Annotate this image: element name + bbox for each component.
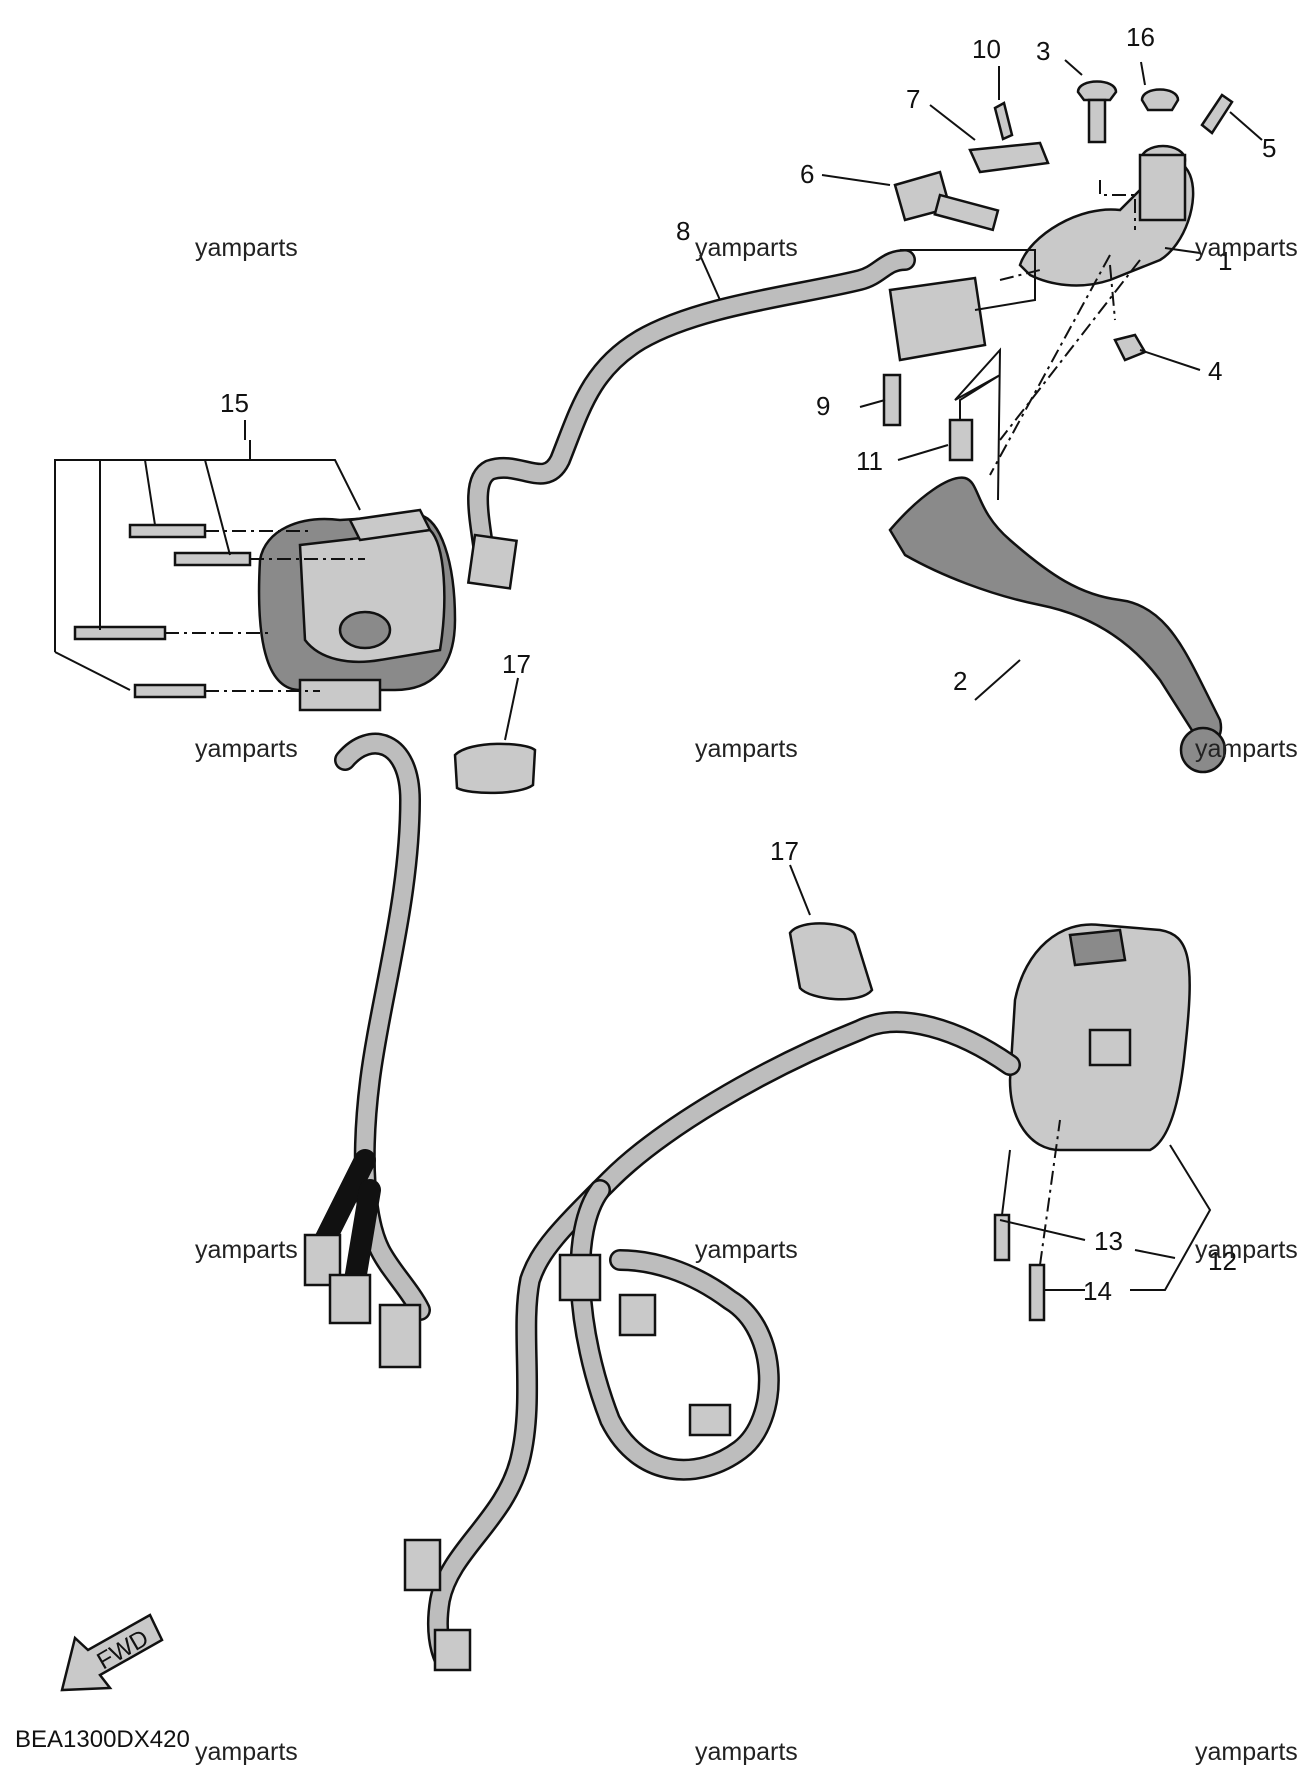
watermark: yamparts <box>195 1236 298 1264</box>
watermark: yamparts <box>195 735 298 763</box>
harness-connector <box>433 1628 472 1672</box>
watermarks: yamparts yamparts yamparts yamparts yamp… <box>195 234 1297 1766</box>
holder-body <box>1138 153 1187 222</box>
callout-8: 8 <box>676 216 690 246</box>
callout-14: 14 <box>1083 1276 1112 1306</box>
callout-12: 12 <box>1208 1246 1237 1276</box>
watermark: yamparts <box>1195 1236 1297 1264</box>
screw <box>173 551 252 567</box>
bolt-10 <box>993 101 1014 141</box>
switch-clamp <box>298 678 382 712</box>
callout-15: 15 <box>220 388 249 418</box>
watermark: yamparts <box>695 234 798 262</box>
watermark: yamparts <box>195 234 298 262</box>
harness-connector <box>558 1253 602 1302</box>
right-handlebar-switch-12 <box>403 923 1212 1672</box>
diagram-code: BEA1300DX420 <box>15 1726 190 1753</box>
callout-7: 7 <box>906 84 920 114</box>
callout-1: 1 <box>1218 246 1232 276</box>
harness-connector <box>688 1403 732 1437</box>
callout-5: 5 <box>1262 133 1276 163</box>
callout-leaders <box>244 59 1263 1291</box>
callout-10: 10 <box>972 34 1001 64</box>
cap-3 <box>1076 80 1118 102</box>
lever-ball-end <box>1179 726 1227 774</box>
bracket-15 <box>54 459 361 652</box>
watermark: yamparts <box>1195 234 1297 262</box>
switch-6-plunger <box>933 193 1000 232</box>
callout-2: 2 <box>953 666 967 696</box>
fwd-arrow: FWD <box>60 1613 164 1692</box>
screw-9 <box>882 373 902 427</box>
watermark: yamparts <box>695 735 798 763</box>
assembly-line <box>1001 1149 1011 1216</box>
assembly-line <box>989 254 1111 476</box>
clutch-switch-lead-8 <box>466 249 916 590</box>
switch-connector <box>378 1303 422 1369</box>
switch-button <box>338 610 392 650</box>
band-17-upper <box>453 742 537 795</box>
callout-labels: 1 2 3 4 5 6 7 8 9 10 11 12 13 14 15 16 1… <box>220 22 1276 1306</box>
switch-top-cover <box>348 508 432 542</box>
nut-4 <box>1113 333 1147 362</box>
cap-16 <box>1140 88 1180 112</box>
pivot-bolt-5 <box>1200 93 1234 135</box>
switch-button <box>1088 1028 1132 1067</box>
bracket-12 <box>1130 1144 1212 1291</box>
callout-3: 3 <box>1036 36 1050 66</box>
callout-6: 6 <box>800 159 814 189</box>
watermark: yamparts <box>195 1738 298 1766</box>
assembly-line <box>900 249 1036 311</box>
bracket-12 <box>1134 1249 1176 1259</box>
screw <box>133 683 207 699</box>
callout-16: 16 <box>1126 22 1155 52</box>
assembly-line <box>954 347 1002 501</box>
left-handlebar-switch-15 <box>54 440 457 1369</box>
connector-block <box>888 276 987 362</box>
switch-connector <box>328 1273 372 1325</box>
collar-11 <box>948 418 974 462</box>
cap-3-stem <box>1087 98 1107 144</box>
assembly-line <box>999 269 1041 281</box>
assembly-line <box>1039 1119 1061 1266</box>
callout-17-upper: 17 <box>502 649 531 679</box>
harness-8-connector <box>466 533 519 590</box>
clutch-lever-assembly <box>882 80 1234 774</box>
switch-button <box>1068 928 1127 967</box>
watermark: yamparts <box>1195 735 1297 763</box>
screw-14 <box>1028 1263 1046 1322</box>
assembly-line <box>1099 180 1136 230</box>
harness-connector <box>618 1293 657 1337</box>
watermark: yamparts <box>695 1738 798 1766</box>
callout-11: 11 <box>856 446 883 476</box>
assembly-line <box>1109 264 1116 321</box>
screw <box>73 625 167 641</box>
watermark: yamparts <box>1195 1738 1297 1766</box>
callout-4: 4 <box>1208 356 1222 386</box>
bracket-15 <box>54 651 131 691</box>
screw <box>128 523 207 539</box>
callout-17-lower: 17 <box>770 836 799 866</box>
band-17-lower <box>788 922 874 1001</box>
watermark: yamparts <box>695 1236 798 1264</box>
clutch-lever-2 <box>888 476 1223 744</box>
assembly-line <box>999 259 1141 441</box>
bracket-15 <box>144 459 156 526</box>
bracket-15 <box>204 459 231 556</box>
harness-connector <box>403 1538 442 1592</box>
clamp-7 <box>968 141 1050 174</box>
callout-9: 9 <box>816 391 830 421</box>
callout-13: 13 <box>1094 1226 1123 1256</box>
